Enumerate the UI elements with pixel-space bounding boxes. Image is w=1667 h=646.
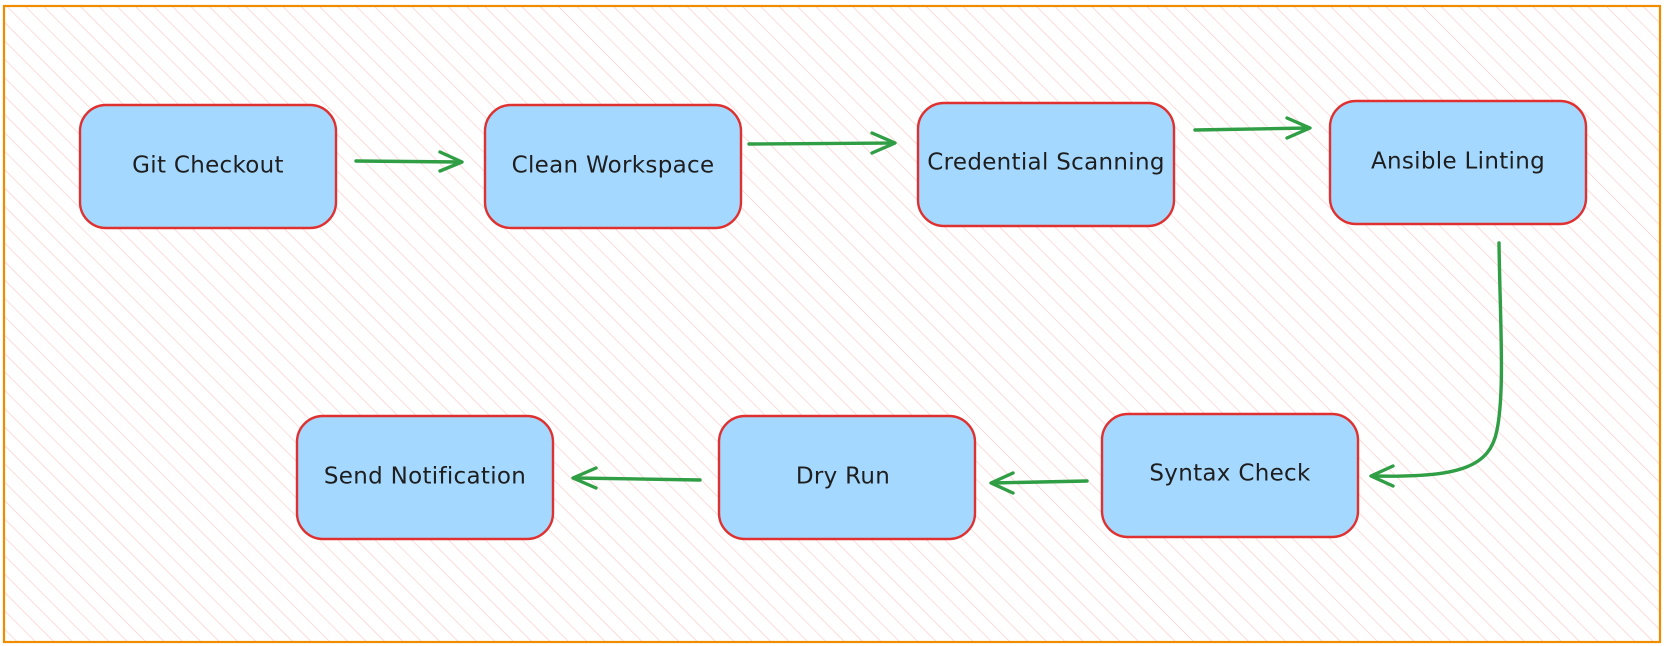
step-label: Credential Scanning	[927, 150, 1164, 176]
step-syntax-check[interactable]: Syntax Check	[1100, 412, 1360, 539]
arrow-dry-run-to-send-notification	[571, 466, 702, 490]
step-box	[483, 103, 743, 230]
step-ansible-linting[interactable]: Ansible Linting	[1328, 99, 1588, 226]
step-label: Syntax Check	[1149, 461, 1311, 487]
step-send-notification[interactable]: Send Notification	[295, 414, 555, 541]
step-label: Send Notification	[324, 464, 526, 490]
step-label: Ansible Linting	[1371, 149, 1545, 175]
step-box	[717, 414, 977, 541]
step-label: Clean Workspace	[512, 153, 715, 179]
arrow-syntax-check-to-dry-run	[989, 471, 1089, 495]
arrow-clean-workspace-to-credential-scanning	[747, 131, 897, 155]
step-box	[916, 101, 1176, 228]
step-label: Git Checkout	[132, 153, 284, 179]
step-dry-run[interactable]: Dry Run	[717, 414, 977, 541]
step-box	[1100, 412, 1360, 539]
step-box	[1328, 99, 1588, 226]
step-box	[78, 103, 338, 230]
step-git-checkout[interactable]: Git Checkout	[78, 103, 338, 230]
step-clean-workspace[interactable]: Clean Workspace	[483, 103, 743, 230]
step-box	[295, 414, 555, 541]
arrow-ansible-linting-to-syntax-check	[1369, 241, 1504, 488]
step-label: Dry Run	[796, 464, 890, 490]
arrow-git-checkout-to-clean-workspace	[354, 150, 464, 173]
arrow-credential-scanning-to-ansible-linting	[1193, 116, 1312, 140]
step-credential-scanning[interactable]: Credential Scanning	[916, 101, 1176, 228]
